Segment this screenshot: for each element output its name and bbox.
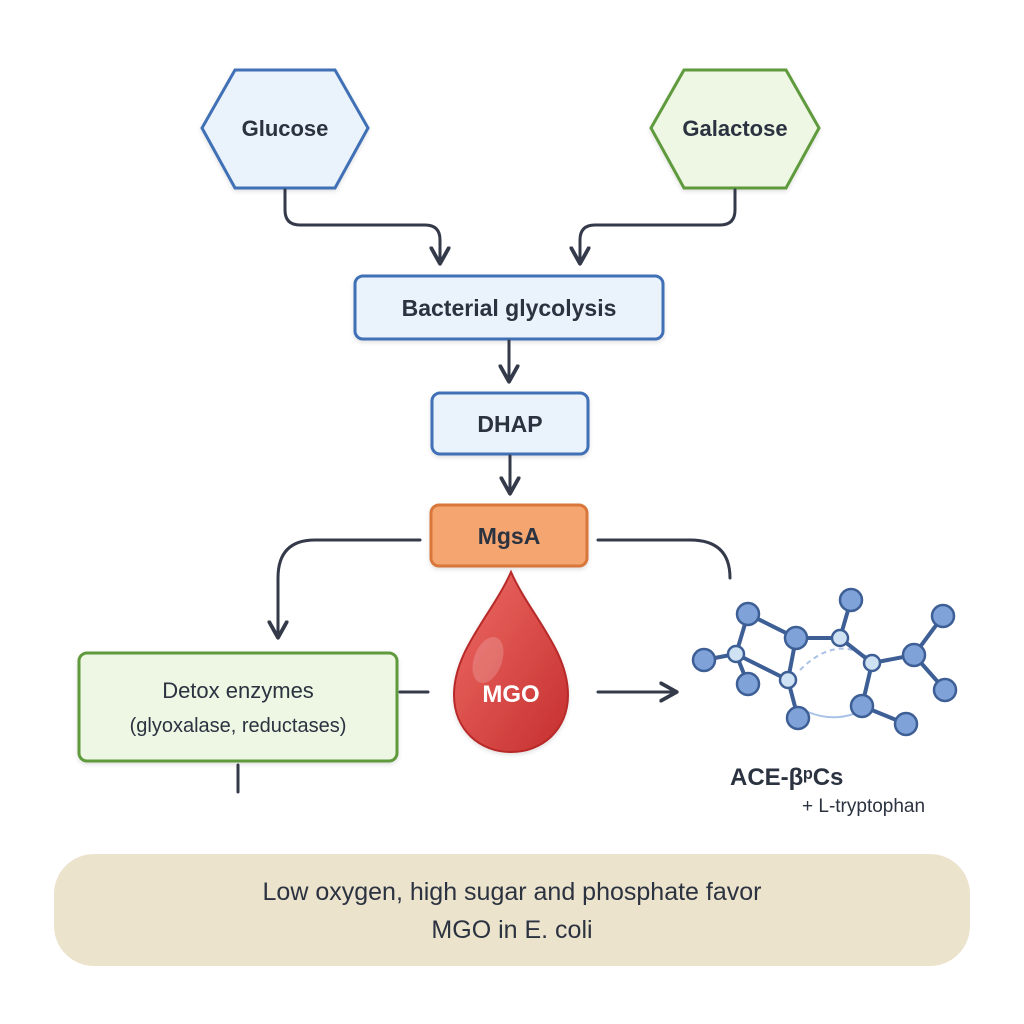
product-name: ACE-βᵖCs — [730, 764, 843, 791]
mgsa-label: MgsA — [478, 523, 541, 549]
detox-subtitle: (glyoxalase, reductases) — [130, 715, 347, 737]
glycolysis-label: Bacterial glycolysis — [402, 295, 617, 321]
footer-line-2: MGO in E. coli — [431, 916, 592, 944]
galactose-label: Galactose — [682, 116, 787, 141]
mgo-drop: MGO — [452, 569, 570, 754]
glycolysis-node: Bacterial glycolysis — [353, 274, 665, 341]
mgsa-node: MgsA — [429, 503, 589, 568]
footer-banner: Low oxygen, high sugar and phosphate fav… — [54, 854, 970, 966]
product-additive: + L-tryptophan — [802, 796, 925, 817]
dhap-label: DHAP — [477, 411, 542, 437]
detox-node: Detox enzymes (glyoxalase, reductases) — [77, 651, 399, 763]
glucose-to-glycolysis-arrow — [283, 188, 440, 262]
glucose-node: Glucose — [200, 68, 370, 190]
mgo-label: MGO — [482, 681, 539, 708]
galactose-to-glycolysis-arrow — [580, 188, 737, 262]
mgsa-to-detox-arrow — [278, 538, 422, 636]
footer-line-1: Low oxygen, high sugar and phosphate fav… — [263, 878, 762, 906]
galactose-node: Galactose — [649, 68, 821, 190]
detox-title: Detox enzymes — [162, 678, 314, 703]
mgsa-to-product-line — [596, 538, 732, 580]
dhap-node: DHAP — [430, 391, 590, 456]
molecule-icon — [691, 587, 958, 737]
glucose-label: Glucose — [242, 116, 329, 141]
